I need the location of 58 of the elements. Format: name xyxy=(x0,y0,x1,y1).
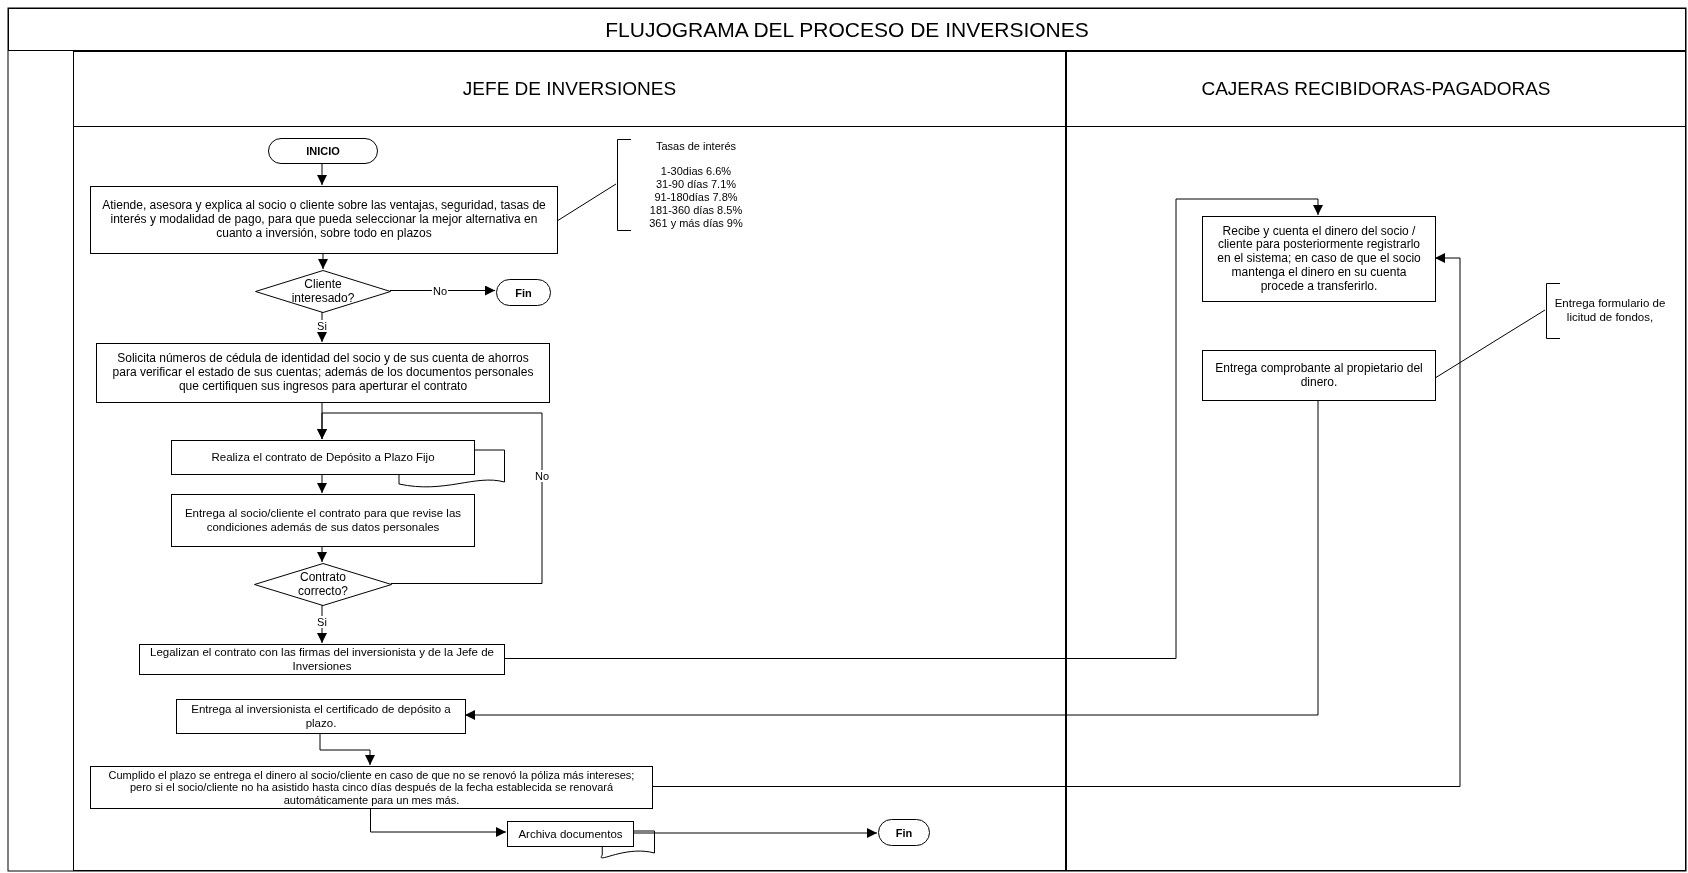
annotation-text: 361 y más días 9% xyxy=(649,216,743,230)
edge-label: Si xyxy=(316,616,328,628)
process-box xyxy=(1202,350,1436,401)
arrow xyxy=(503,198,1323,659)
diagram-title: FLUJOGRAMA DEL PROCESO DE INVERSIONES xyxy=(8,8,1686,51)
arrow xyxy=(317,162,327,186)
process-box xyxy=(1202,216,1436,302)
terminator-shape xyxy=(878,819,930,846)
arrow xyxy=(651,253,1461,787)
annotation-text: 1-30dias 6.6% xyxy=(660,165,732,179)
terminator-shape xyxy=(268,138,378,164)
step-text: Entrega al inversionista el certificado de depósito a plazo. xyxy=(190,702,452,731)
step-text: Fin xyxy=(514,285,533,301)
annotation-text: 31-90 días 7.1% xyxy=(655,178,737,191)
step-text: Solicita números de cédula de identidad del socio y de sus cuenta de ahorros para verificar el estado de sus cuentas; además de los documentos personales que certifiquen sus ingresos para aperturar el contrato xyxy=(111,350,535,395)
step-text: Entrega comprobante al propietario del dinero. xyxy=(1214,359,1424,391)
decision-diamond xyxy=(255,270,391,313)
arrow xyxy=(632,828,878,838)
decision-diamond xyxy=(254,563,392,606)
arrow xyxy=(317,545,327,563)
process-box xyxy=(90,186,558,254)
step-text: Atiende, asesora y explica al socio o cliente sobre las ventajas, seguridad, tasas de interés y modalidad de pago, para que pueda seleccionar la mejor alternativa en cuanto a inversión, sobre todo en plazos xyxy=(101,197,547,242)
lane-heading: JEFE DE INVERSIONES xyxy=(74,52,1065,127)
step-text: Realiza el contrato de Depósito a Plazo Fijo xyxy=(210,450,436,466)
step-text: Legalizan el contrato con las firmas del inversionista y de la Jefe de Inversiones xyxy=(149,645,495,674)
step-text: Cliente interesado? xyxy=(290,276,356,307)
arrow xyxy=(318,252,328,270)
annotation-text: Entrega formulario de licitud de fondos, xyxy=(1554,297,1666,325)
swimlane xyxy=(1066,51,1686,871)
edge-label: No xyxy=(533,470,551,482)
edge-label: Si xyxy=(316,320,328,332)
arrow xyxy=(317,473,327,494)
step-text: Cumplido el plazo se entrega el dinero al socio/cliente en caso de que no se renovó la póliza más intereses; pero si el socio/cliente no ha asistido hasta cinco días después de la fecha establecida se renovará automáticamente para un mes más. xyxy=(107,767,636,808)
step-text: INICIO xyxy=(305,144,341,159)
lane-heading: CAJERAS RECIBIDORAS-PAGADORAS xyxy=(1067,52,1685,127)
arrow xyxy=(389,285,496,296)
annotation-text: 181-360 días 8.5% xyxy=(649,203,743,217)
step-text: Fin xyxy=(894,825,914,841)
process-box xyxy=(96,343,550,403)
arrow xyxy=(464,399,1319,720)
arrow xyxy=(319,732,375,766)
step-text: Contrato correcto? xyxy=(297,569,349,600)
terminator-shape xyxy=(496,279,551,306)
arrow xyxy=(370,807,507,837)
arrow xyxy=(317,412,543,584)
annotation-bracket xyxy=(1546,283,1666,339)
edge-label: No xyxy=(431,285,449,297)
arrow xyxy=(317,311,327,343)
annotation-text: 91-180días 7.8% xyxy=(654,191,738,204)
process-box xyxy=(176,699,466,734)
step-text: Archiva documentos xyxy=(517,826,624,842)
step-text: Recibe y cuenta el dinero del socio / cliente para posteriormente registrarlo en el sistema; en caso de que el socio mantenga el dinero en su cuenta procede a transferirlo. xyxy=(1216,222,1422,295)
leader-line xyxy=(1434,309,1546,379)
process-box xyxy=(171,494,475,547)
annotation-text: Tasas de interés xyxy=(655,140,737,154)
step-text: Entrega al socio/cliente el contrato para que revise las condiciones además de sus datos personales xyxy=(183,506,463,535)
swimlane xyxy=(73,51,1066,871)
leader-line xyxy=(556,183,617,222)
